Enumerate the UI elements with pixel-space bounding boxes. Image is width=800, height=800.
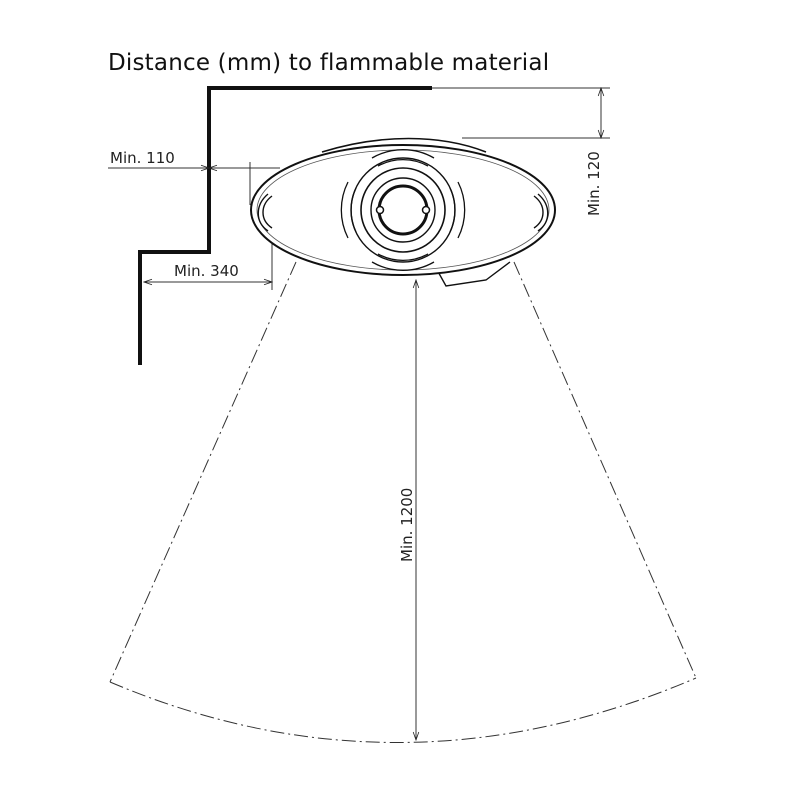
dimension-top: Min. 120	[585, 88, 603, 216]
dimension-front: Min. 1200	[398, 280, 416, 740]
stove-body	[250, 137, 556, 287]
radiation-zone	[109, 261, 697, 743]
zone-left-edge	[109, 261, 297, 683]
dimension-top-label: Min. 120	[585, 151, 603, 216]
right-vent	[533, 195, 544, 229]
dimension-front-label: Min. 1200	[398, 488, 416, 562]
dimension-side-label: Min. 110	[110, 149, 175, 167]
zone-right-edge	[513, 261, 697, 679]
zone-arc	[109, 677, 697, 743]
wall-outline	[138, 86, 432, 365]
flue-opening	[377, 184, 429, 236]
left-vent	[262, 195, 273, 229]
top-vent-slots	[340, 149, 466, 271]
dimension-side: Min. 110	[108, 149, 280, 205]
diagram-title: Distance (mm) to flammable material	[108, 50, 550, 76]
dimension-back-label: Min. 340	[174, 262, 239, 280]
